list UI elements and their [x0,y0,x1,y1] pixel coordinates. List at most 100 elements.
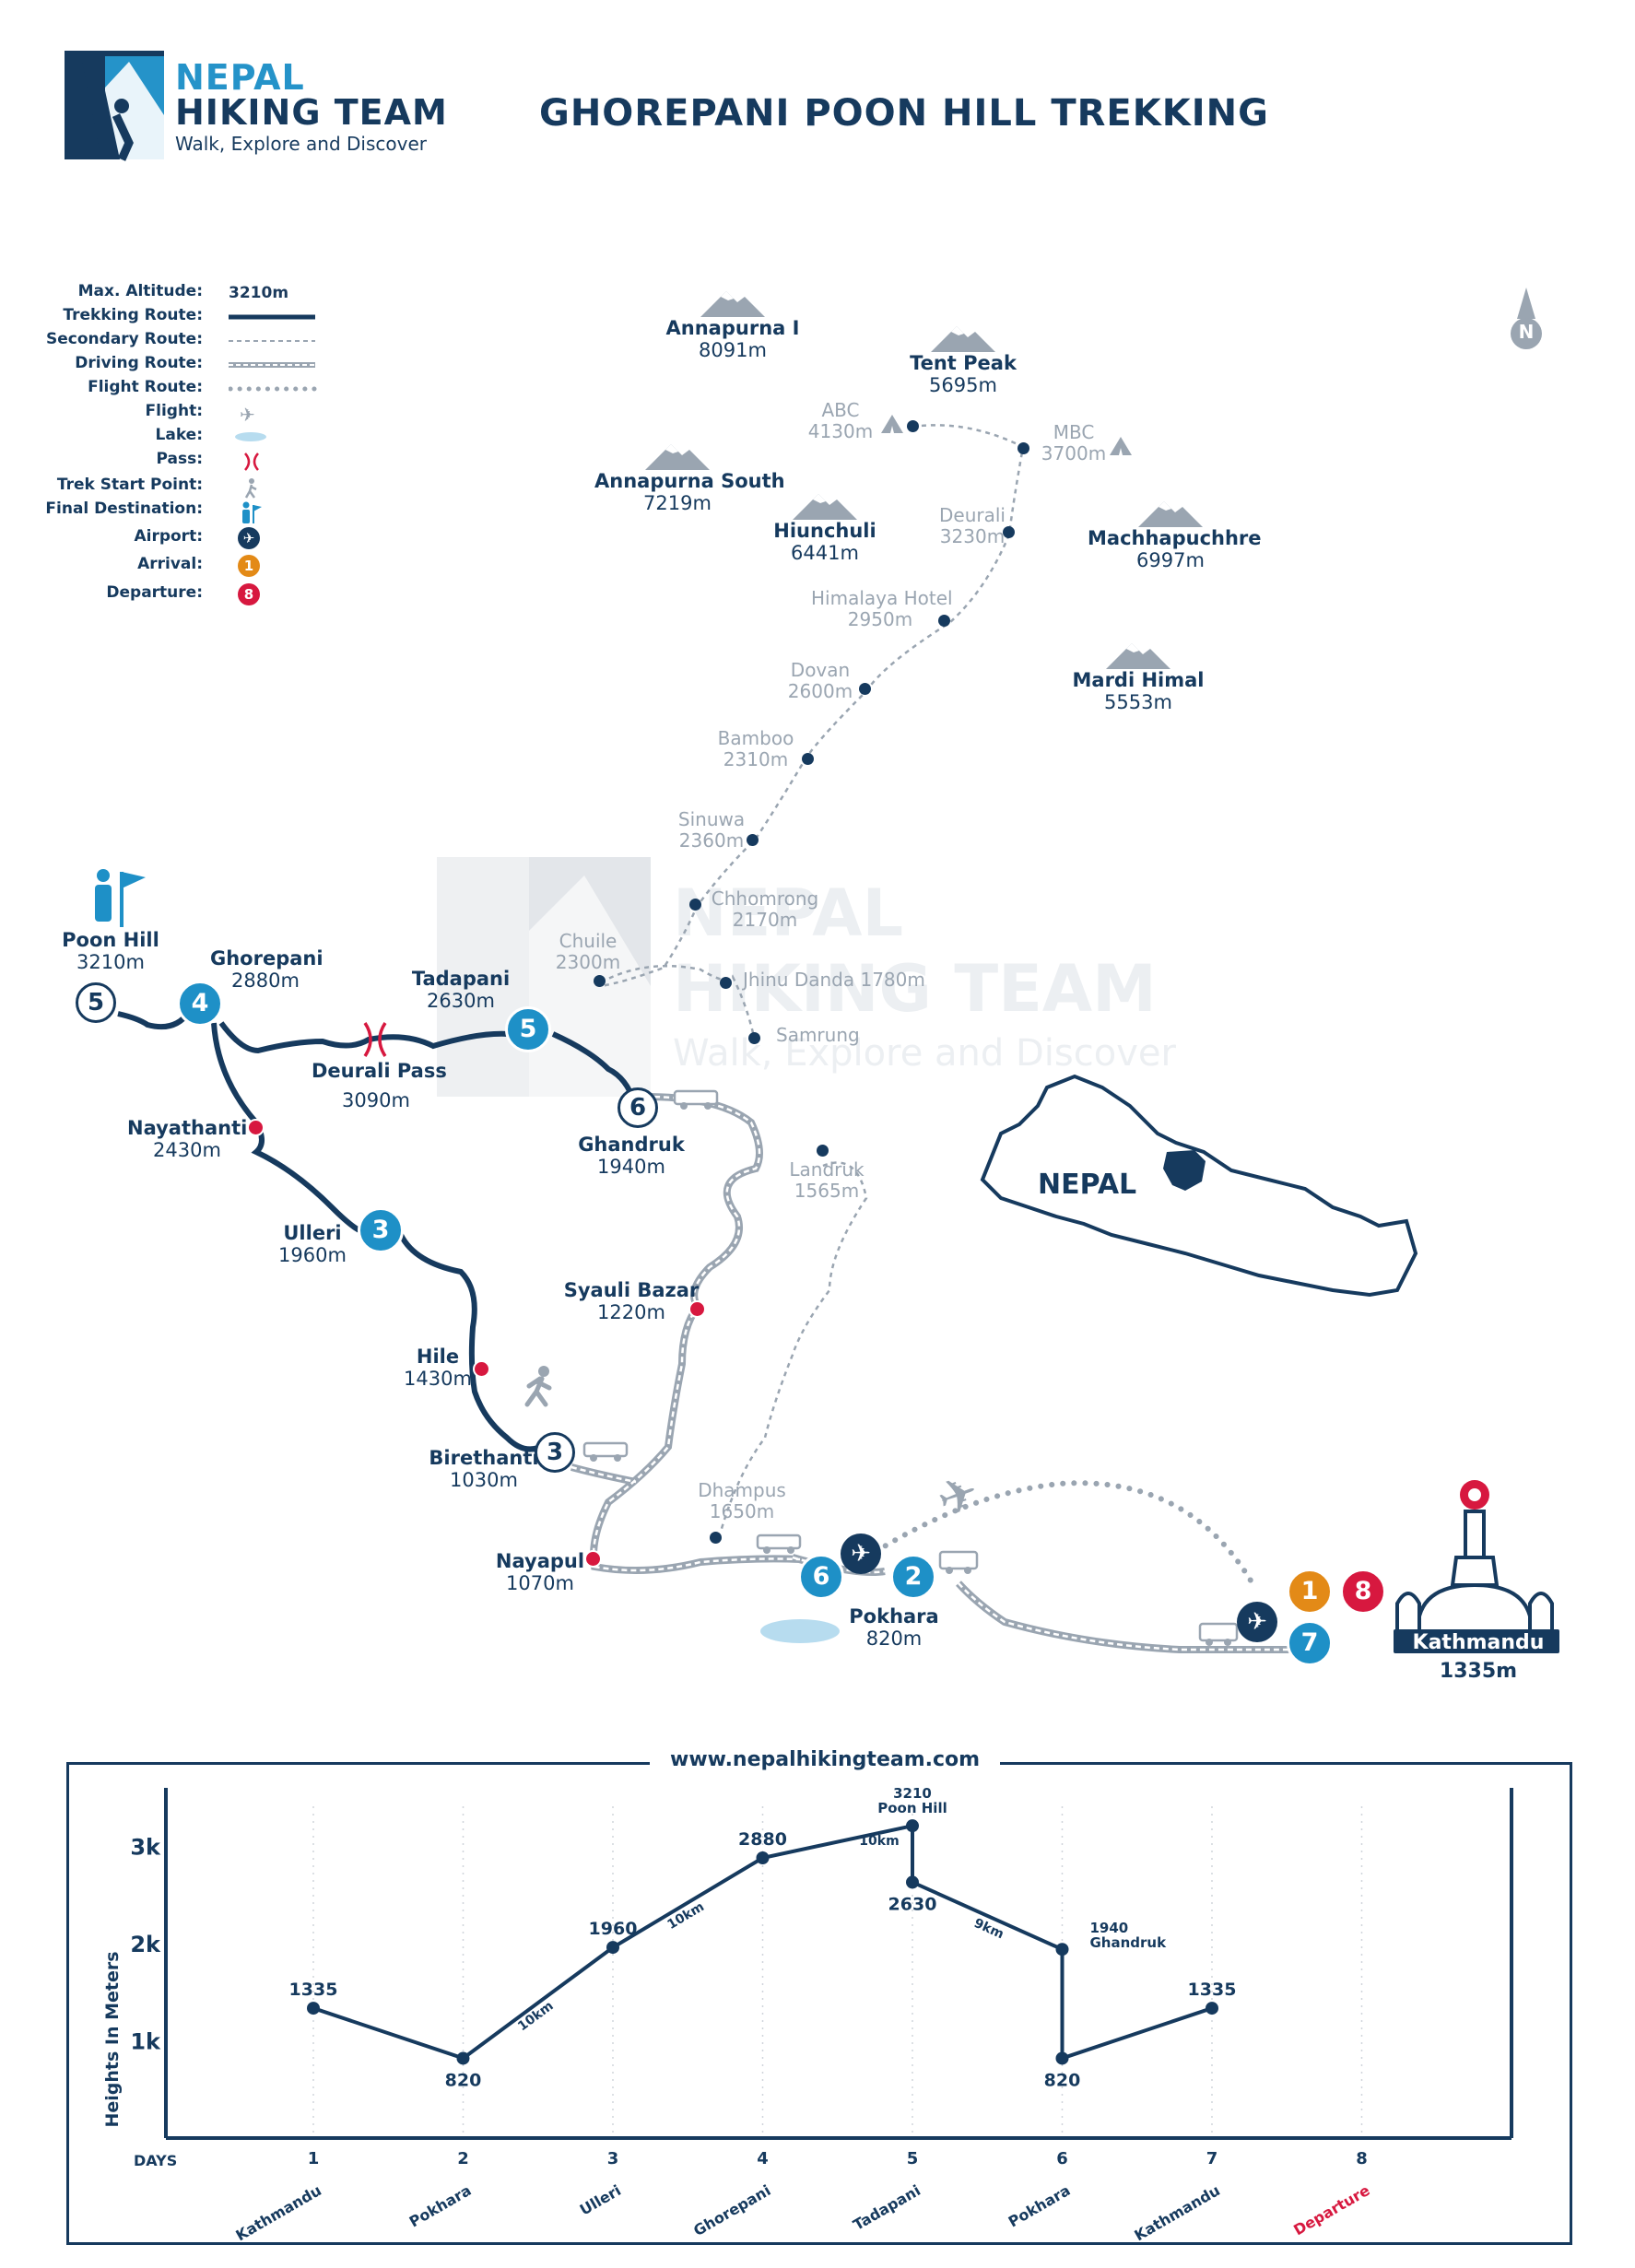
pass-icon [363,1022,387,1057]
legend-driving-route: Driving Route: [46,354,315,376]
brand-tagline: Walk, Explore and Discover [175,133,427,155]
legend-flight: Flight: ✈ [145,402,255,426]
brand-logo [65,51,164,163]
legend-flight-route: Flight Route: [46,378,318,400]
tent-icon [881,415,903,433]
chart-value-label: 1335 [289,1980,338,2000]
bus-icon [1198,1622,1239,1646]
day-badge-3-birethanti: 3 [535,1432,575,1473]
place-jhinu-danda: Jhinu Danda 1780m [743,969,925,991]
chart-value-label: 2630 [888,1894,937,1914]
place-dot [710,1532,722,1544]
hiker-icon [244,478,257,499]
chart-point [307,2002,320,2015]
place-dot [747,834,759,846]
day-badge-4: 4 [177,981,223,1027]
place-samrung: Samrung [776,1024,860,1046]
solid-line-icon [229,314,315,320]
day-badge-6-ghandruk: 6 [618,1087,658,1128]
chart-day-place-label: Kathmandu [232,2181,324,2244]
website-url[interactable]: www.nepalhikingteam.com [650,1748,1001,1771]
place-dot [1017,442,1029,454]
stop-dot [688,1300,706,1318]
mountain-icon [1138,501,1203,527]
place-dot [720,977,732,989]
place-dot [802,753,814,765]
chart-xtick-label: 2 [457,2149,469,2168]
stop-dot [247,1119,265,1136]
airport-icon: ✈ [238,527,260,549]
chart-point [906,1875,919,1889]
chart-point [906,1819,919,1833]
chart-point [1055,1943,1069,1957]
chart-xtick-label: 8 [1356,2149,1368,2168]
arrival-badge: 1 [1287,1569,1333,1615]
plane-icon: ✈ [240,404,255,426]
jeep-icon [582,1441,629,1462]
dashed-line-icon [229,340,315,342]
departure-badge-icon: 8 [238,583,260,605]
mountain-icon [1106,643,1170,669]
chart-xtick-label: 6 [1056,2149,1068,2168]
stupa-icon [1394,1480,1559,1653]
chart-value-label: 2880 [738,1829,787,1850]
chart-point [456,2051,470,2065]
chart-xtick-label: 7 [1206,2149,1218,2168]
mountain-icon [645,444,710,470]
chart-value-label: 3210 [893,1785,932,1802]
mountain-icon [700,291,765,317]
chart-value-label: 820 [1044,2070,1081,2090]
jeep-icon [756,1534,802,1554]
chart-ytick-label: 3k [130,1834,161,1860]
chart-value-label: 1335 [1188,1980,1237,2000]
chart-xtick-label: 4 [757,2149,769,2168]
chart-value-label: 1960 [589,1919,638,1939]
airport-pokhara-icon: ✈ [841,1534,881,1574]
place-dot [907,420,919,432]
place-dot [859,683,871,695]
inset-map-label: NEPAL [1038,1169,1137,1201]
page-title: GHOREPANI POON HILL TREKKING [539,92,1269,135]
chart-value-label: 820 [445,2070,482,2090]
day-badge-6: 6 [798,1554,844,1600]
chart-day-place-label: Pokhara [406,2181,475,2231]
brand-name-line1: NEPAL [175,57,305,98]
chart-point [756,1851,770,1864]
double-dashed-line-icon [229,362,315,368]
chart-xlabel: DAYS [134,2152,177,2169]
kathmandu-alt: 1335m [1439,1660,1518,1683]
legend-secondary-route: Secondary Route: [46,330,315,352]
chart-xtick-label: 1 [308,2149,320,2168]
day-badge-7: 7 [1287,1620,1333,1666]
hiker-icon [524,1366,552,1407]
legend-airport: Airport: ✈ [46,527,313,549]
chart-distance-label: 10km [859,1834,899,1849]
chart-point-place-label: Ghandruk [1090,1934,1168,1951]
watermark-line1: NEPAL [673,875,904,951]
chart-day-place-label: Tadapani [850,2181,923,2234]
compass-letter: N [1518,321,1535,343]
departure-badge: 8 [1340,1569,1386,1615]
airport-kathmandu-icon: ✈ [1237,1602,1277,1642]
chart-point-place-label: Poon Hill [877,1800,947,1816]
place-dot [817,1145,829,1157]
